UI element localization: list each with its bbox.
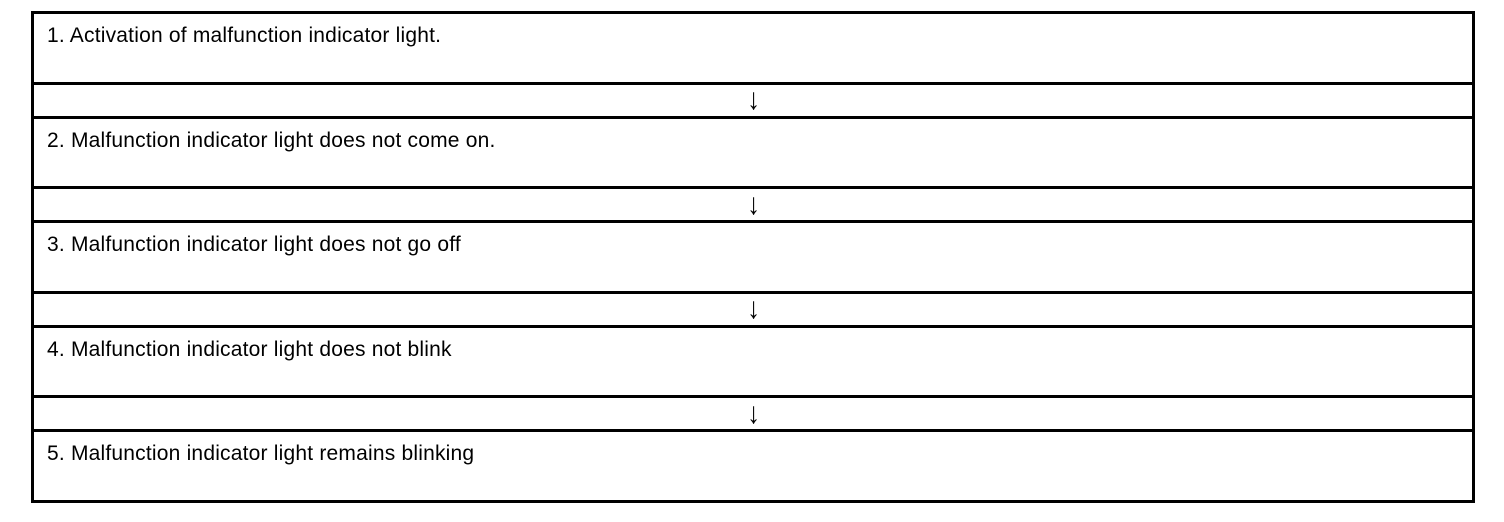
flow-step-3-label: 3. Malfunction indicator light does not …: [47, 233, 461, 257]
flow-step-1-label: 1. Activation of malfunction indicator l…: [47, 24, 442, 47]
arrow-row-4: ↓: [34, 398, 1472, 433]
flow-step-4-label: 4. Malfunction indicator light does not …: [47, 337, 452, 361]
flow-step-2: 2. Malfunction indicator light does not …: [34, 119, 1472, 190]
down-arrow-icon: ↓: [746, 84, 760, 117]
down-arrow-icon: ↓: [746, 398, 760, 430]
arrow-row-2: ↓: [34, 189, 1472, 224]
flow-step-2-label: 2. Malfunction indicator light does not …: [47, 128, 496, 152]
down-arrow-icon: ↓: [746, 293, 760, 326]
malfunction-indicator-flow-diagram: 1. Activation of malfunction indicator l…: [31, 11, 1475, 503]
arrow-row-1: ↓: [34, 85, 1472, 119]
flow-step-5: 5. Malfunction indicator light remains b…: [34, 432, 1472, 500]
down-arrow-icon: ↓: [746, 189, 760, 221]
flow-step-3: 3. Malfunction indicator light does not …: [34, 223, 1472, 294]
arrow-row-3: ↓: [34, 294, 1472, 328]
flow-step-4: 4. Malfunction indicator light does not …: [34, 328, 1472, 399]
flow-step-1: 1. Activation of malfunction indicator l…: [34, 14, 1472, 85]
flow-step-5-label: 5. Malfunction indicator light remains b…: [47, 442, 475, 466]
